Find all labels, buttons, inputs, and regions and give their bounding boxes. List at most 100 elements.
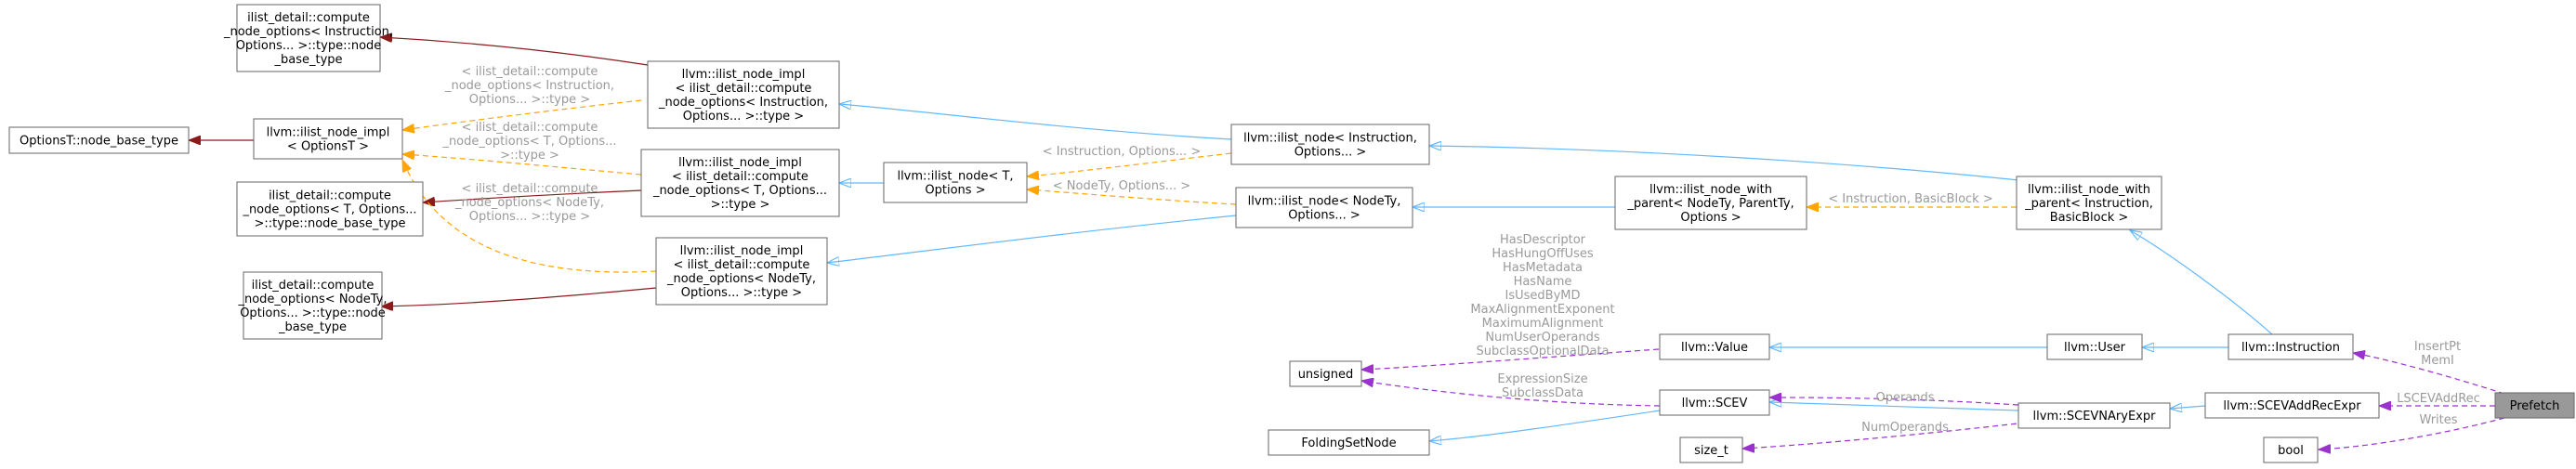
- node-label-line: llvm::Instruction: [2241, 341, 2340, 355]
- node-label-line: Options... >: [1288, 209, 1360, 223]
- node-ilist-node-impl-optionst[interactable]: llvm::ilist_node_impl< OptionsT >: [253, 118, 403, 160]
- edge-label-ilnwp-inst-nodety: < Instruction, BasicBlock >: [1828, 192, 1992, 206]
- edge-label-impl-nodety-opts: < ilist_detail::compute_node_options< No…: [454, 182, 604, 224]
- edge-label-iln-nodety-t: < NodeTy, Options... >: [1053, 179, 1190, 193]
- edge-label-line: _node_options< Instruction,: [444, 79, 614, 93]
- node-ilist-node-with-parent-nodety[interactable]: llvm::ilist_node_with_parent< NodeTy, Pa…: [1614, 176, 1807, 230]
- node-bool[interactable]: bool: [2263, 436, 2319, 463]
- node-label-line: >::type::node_base_type: [255, 217, 406, 231]
- edge-label-line: Operands: [1875, 391, 1934, 405]
- node-ilist-node-nodety[interactable]: llvm::ilist_node< NodeTy,Options... >: [1235, 187, 1413, 228]
- edge-impl-t-impl-opts: [402, 154, 642, 176]
- node-ilist-node-with-parent-instruction[interactable]: llvm::ilist_node_with_parent< Instructio…: [2016, 176, 2162, 230]
- edge-prefetch-bool: [2319, 417, 2505, 449]
- node-label-line: bool: [2278, 444, 2304, 458]
- node-instruction[interactable]: llvm::Instruction: [2228, 333, 2354, 360]
- node-label-line: llvm::User: [2064, 341, 2126, 355]
- node-box: [2046, 333, 2143, 360]
- edge-impl-t-cno-t: [423, 189, 642, 202]
- node-label-line: BasicBlock >: [2050, 211, 2129, 225]
- node-size-t[interactable]: size_t: [1679, 436, 1743, 463]
- node-label-line: llvm::ilist_node_impl: [680, 244, 804, 258]
- node-box: [2016, 176, 2162, 230]
- node-optionst-node-base-type[interactable]: OptionsT::node_base_type: [8, 126, 190, 154]
- node-label-line: llvm::ilist_node< NodeTy,: [1248, 195, 1401, 209]
- node-scev[interactable]: llvm::SCEV: [1659, 389, 1770, 416]
- node-compute-node-options-t[interactable]: ilist_detail::compute_node_options< T, O…: [236, 181, 424, 237]
- node-compute-node-options-nodety[interactable]: ilist_detail::compute_node_options< Node…: [237, 271, 388, 340]
- edge-label-line: MemI: [2421, 354, 2454, 368]
- node-unsigned[interactable]: unsigned: [1289, 360, 1362, 387]
- node-label-line: < OptionsT >: [287, 140, 369, 154]
- edge-scevnary-sizet: [1742, 422, 2027, 449]
- edge-label-line: _node_options< T, Options...: [441, 135, 616, 149]
- edge-label-line: NumUserOperands: [1485, 331, 1600, 345]
- edge-scevnary-scev-inherit: [1769, 402, 2019, 411]
- edge-label-line: LSCEVAddRec: [2397, 392, 2480, 406]
- node-ilist-node-impl-nodety[interactable]: llvm::ilist_node_impl< ilist_detail::com…: [655, 237, 828, 306]
- node-label-line: _node_options< T, Options...: [652, 184, 827, 198]
- edge-impl-inst-impl-opts: [402, 99, 642, 130]
- node-scevaddrecexpr[interactable]: llvm::SCEVAddRecExpr: [2204, 392, 2380, 419]
- edge-iln-nodety-iln-t: [1027, 189, 1237, 205]
- node-box: [2263, 436, 2319, 463]
- edge-label-prefetch-bool: Writes: [2419, 413, 2457, 427]
- node-ilist-node-instruction[interactable]: llvm::ilist_node< Instruction,Options...…: [1230, 124, 1430, 165]
- node-ilist-node-t[interactable]: llvm::ilist_node< T,Options >: [883, 162, 1028, 203]
- edge-label-line: HasHungOffUses: [1492, 247, 1593, 261]
- edge-label-line: < ilist_detail::compute: [462, 182, 598, 196]
- node-box: [655, 237, 828, 306]
- node-foldingsetnode[interactable]: FoldingSetNode: [1268, 429, 1430, 456]
- node-compute-node-options-instruction[interactable]: ilist_detail::compute_node_options< Inst…: [223, 4, 393, 72]
- node-box: [253, 118, 403, 160]
- edge-label-line: SubclassData: [1502, 386, 1584, 400]
- node-label-line: llvm::ilist_node_with: [2028, 183, 2150, 197]
- node-label-line: llvm::ilist_node_with: [1649, 183, 1772, 197]
- node-ilist-node-impl-t[interactable]: llvm::ilist_node_impl< ilist_detail::com…: [640, 149, 840, 217]
- node-box: [883, 162, 1028, 203]
- edge-iln-nodety-impl-nodety: [827, 215, 1237, 263]
- node-box: [236, 4, 381, 72]
- edge-label-line: HasDescriptor: [1500, 233, 1586, 247]
- node-label-line: llvm::SCEV: [1682, 397, 1748, 410]
- node-label-line: _base_type: [278, 320, 347, 334]
- node-label-line: Options... >::type >: [683, 110, 804, 124]
- node-box: [1268, 429, 1430, 456]
- edge-scev-unsigned: [1361, 381, 1661, 407]
- node-label-line: _parent< Instruction,: [2024, 197, 2153, 211]
- node-box: [2017, 402, 2171, 429]
- node-label-line: Prefetch: [2510, 399, 2560, 413]
- edge-label-line: HasMetadata: [1503, 261, 1583, 275]
- node-label-line: llvm::SCEVAddRecExpr: [2223, 399, 2361, 413]
- edge-label-line: IsUsedByMD: [1505, 289, 1581, 303]
- node-label-line: Options... >::type::node: [240, 306, 386, 320]
- node-box: [640, 149, 840, 217]
- node-box: [8, 126, 190, 154]
- edge-label-line: < NodeTy, Options... >: [1053, 179, 1190, 193]
- node-label-line: Options >: [1680, 211, 1741, 225]
- node-value[interactable]: llvm::Value: [1659, 333, 1770, 360]
- node-label-line: llvm::ilist_node< Instruction,: [1243, 132, 1417, 146]
- node-user[interactable]: llvm::User: [2046, 333, 2143, 360]
- node-ilist-node-impl-instruction[interactable]: llvm::ilist_node_impl< ilist_detail::com…: [647, 60, 840, 129]
- node-label-line: < ilist_detail::compute: [672, 170, 808, 184]
- edge-label-scevnary-sizet: NumOperands: [1861, 421, 1949, 435]
- edge-scev-foldingset: [1429, 410, 1661, 441]
- node-box: [1235, 187, 1413, 228]
- edge-value-unsigned: [1361, 348, 1660, 370]
- node-box: [1659, 333, 1770, 360]
- edge-label-line: NumOperands: [1861, 421, 1949, 435]
- node-box: [2494, 392, 2575, 419]
- node-label-line: _node_options< Instruction,: [223, 25, 393, 39]
- edge-label-line: Writes: [2419, 413, 2457, 427]
- node-scevnaryexpr[interactable]: llvm::SCEVNAryExpr: [2017, 402, 2171, 429]
- node-prefetch[interactable]: Prefetch: [2494, 392, 2575, 419]
- node-label-line: _node_options< NodeTy,: [237, 293, 387, 306]
- node-box: [2228, 333, 2354, 360]
- edge-label-line: < Instruction, Options... >: [1043, 145, 1201, 159]
- node-label-line: OptionsT::node_base_type: [20, 135, 178, 149]
- node-label-line: llvm::ilist_node_impl: [267, 126, 390, 140]
- node-box: [1659, 389, 1770, 416]
- node-box: [1230, 124, 1430, 165]
